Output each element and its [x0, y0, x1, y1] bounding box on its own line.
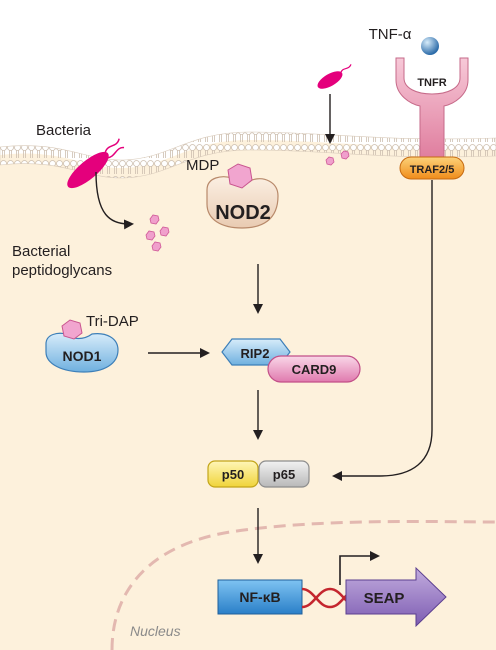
bacteria-label: Bacteria — [36, 122, 92, 139]
peptidoglycan-top — [325, 150, 350, 166]
transcription-start-arrow — [339, 551, 380, 585]
nod2-label: NOD2 — [215, 202, 271, 224]
seap-label: SEAP — [364, 590, 405, 607]
traf-label: TRAF2/5 — [410, 164, 455, 176]
card9-box: CARD9 — [267, 355, 361, 383]
nod1-label: NOD1 — [63, 348, 102, 364]
p65-box: p65 — [258, 460, 310, 488]
traf-box — [399, 156, 465, 180]
nfkb-box: NF-κB — [217, 579, 303, 615]
bacterium-top — [317, 64, 352, 89]
tnfr-label: TNFR — [417, 77, 446, 89]
card9-label: CARD9 — [292, 362, 337, 377]
nfkb-label: NF-κB — [239, 589, 280, 605]
bacterium-left — [67, 138, 125, 189]
bacterial-pg-label-1: Bacterial — [12, 243, 70, 260]
mdp-ligand — [227, 163, 253, 189]
mdp-label: MDP — [186, 157, 219, 174]
nucleus-envelope — [110, 519, 496, 650]
tri-dap-label: Tri-DAP — [86, 313, 139, 330]
p65-label: p65 — [273, 467, 295, 482]
bacterial-pg-label-2: peptidoglycans — [12, 262, 112, 279]
p50-box: p50 — [207, 460, 259, 488]
seap-reporter: SEAP — [345, 566, 447, 628]
tnf-alpha-label: TNF-α — [369, 26, 412, 43]
tnf-alpha-ligand — [421, 37, 439, 55]
cell-membrane — [0, 131, 496, 179]
tri-dap-ligand — [61, 319, 83, 340]
nod1-complex: NOD1 — [45, 319, 119, 373]
nod2-complex: NOD2 — [206, 163, 279, 229]
arrow-traf-p50p65 — [332, 180, 433, 481]
nucleus-label: Nucleus — [130, 623, 181, 639]
rip2-label: RIP2 — [241, 346, 270, 361]
p50-label: p50 — [222, 467, 244, 482]
arrow-bacterium-peptidoglycan — [95, 171, 134, 230]
peptidoglycan-cluster — [145, 214, 170, 252]
tnfr-receptor: TNFR — [395, 57, 469, 161]
